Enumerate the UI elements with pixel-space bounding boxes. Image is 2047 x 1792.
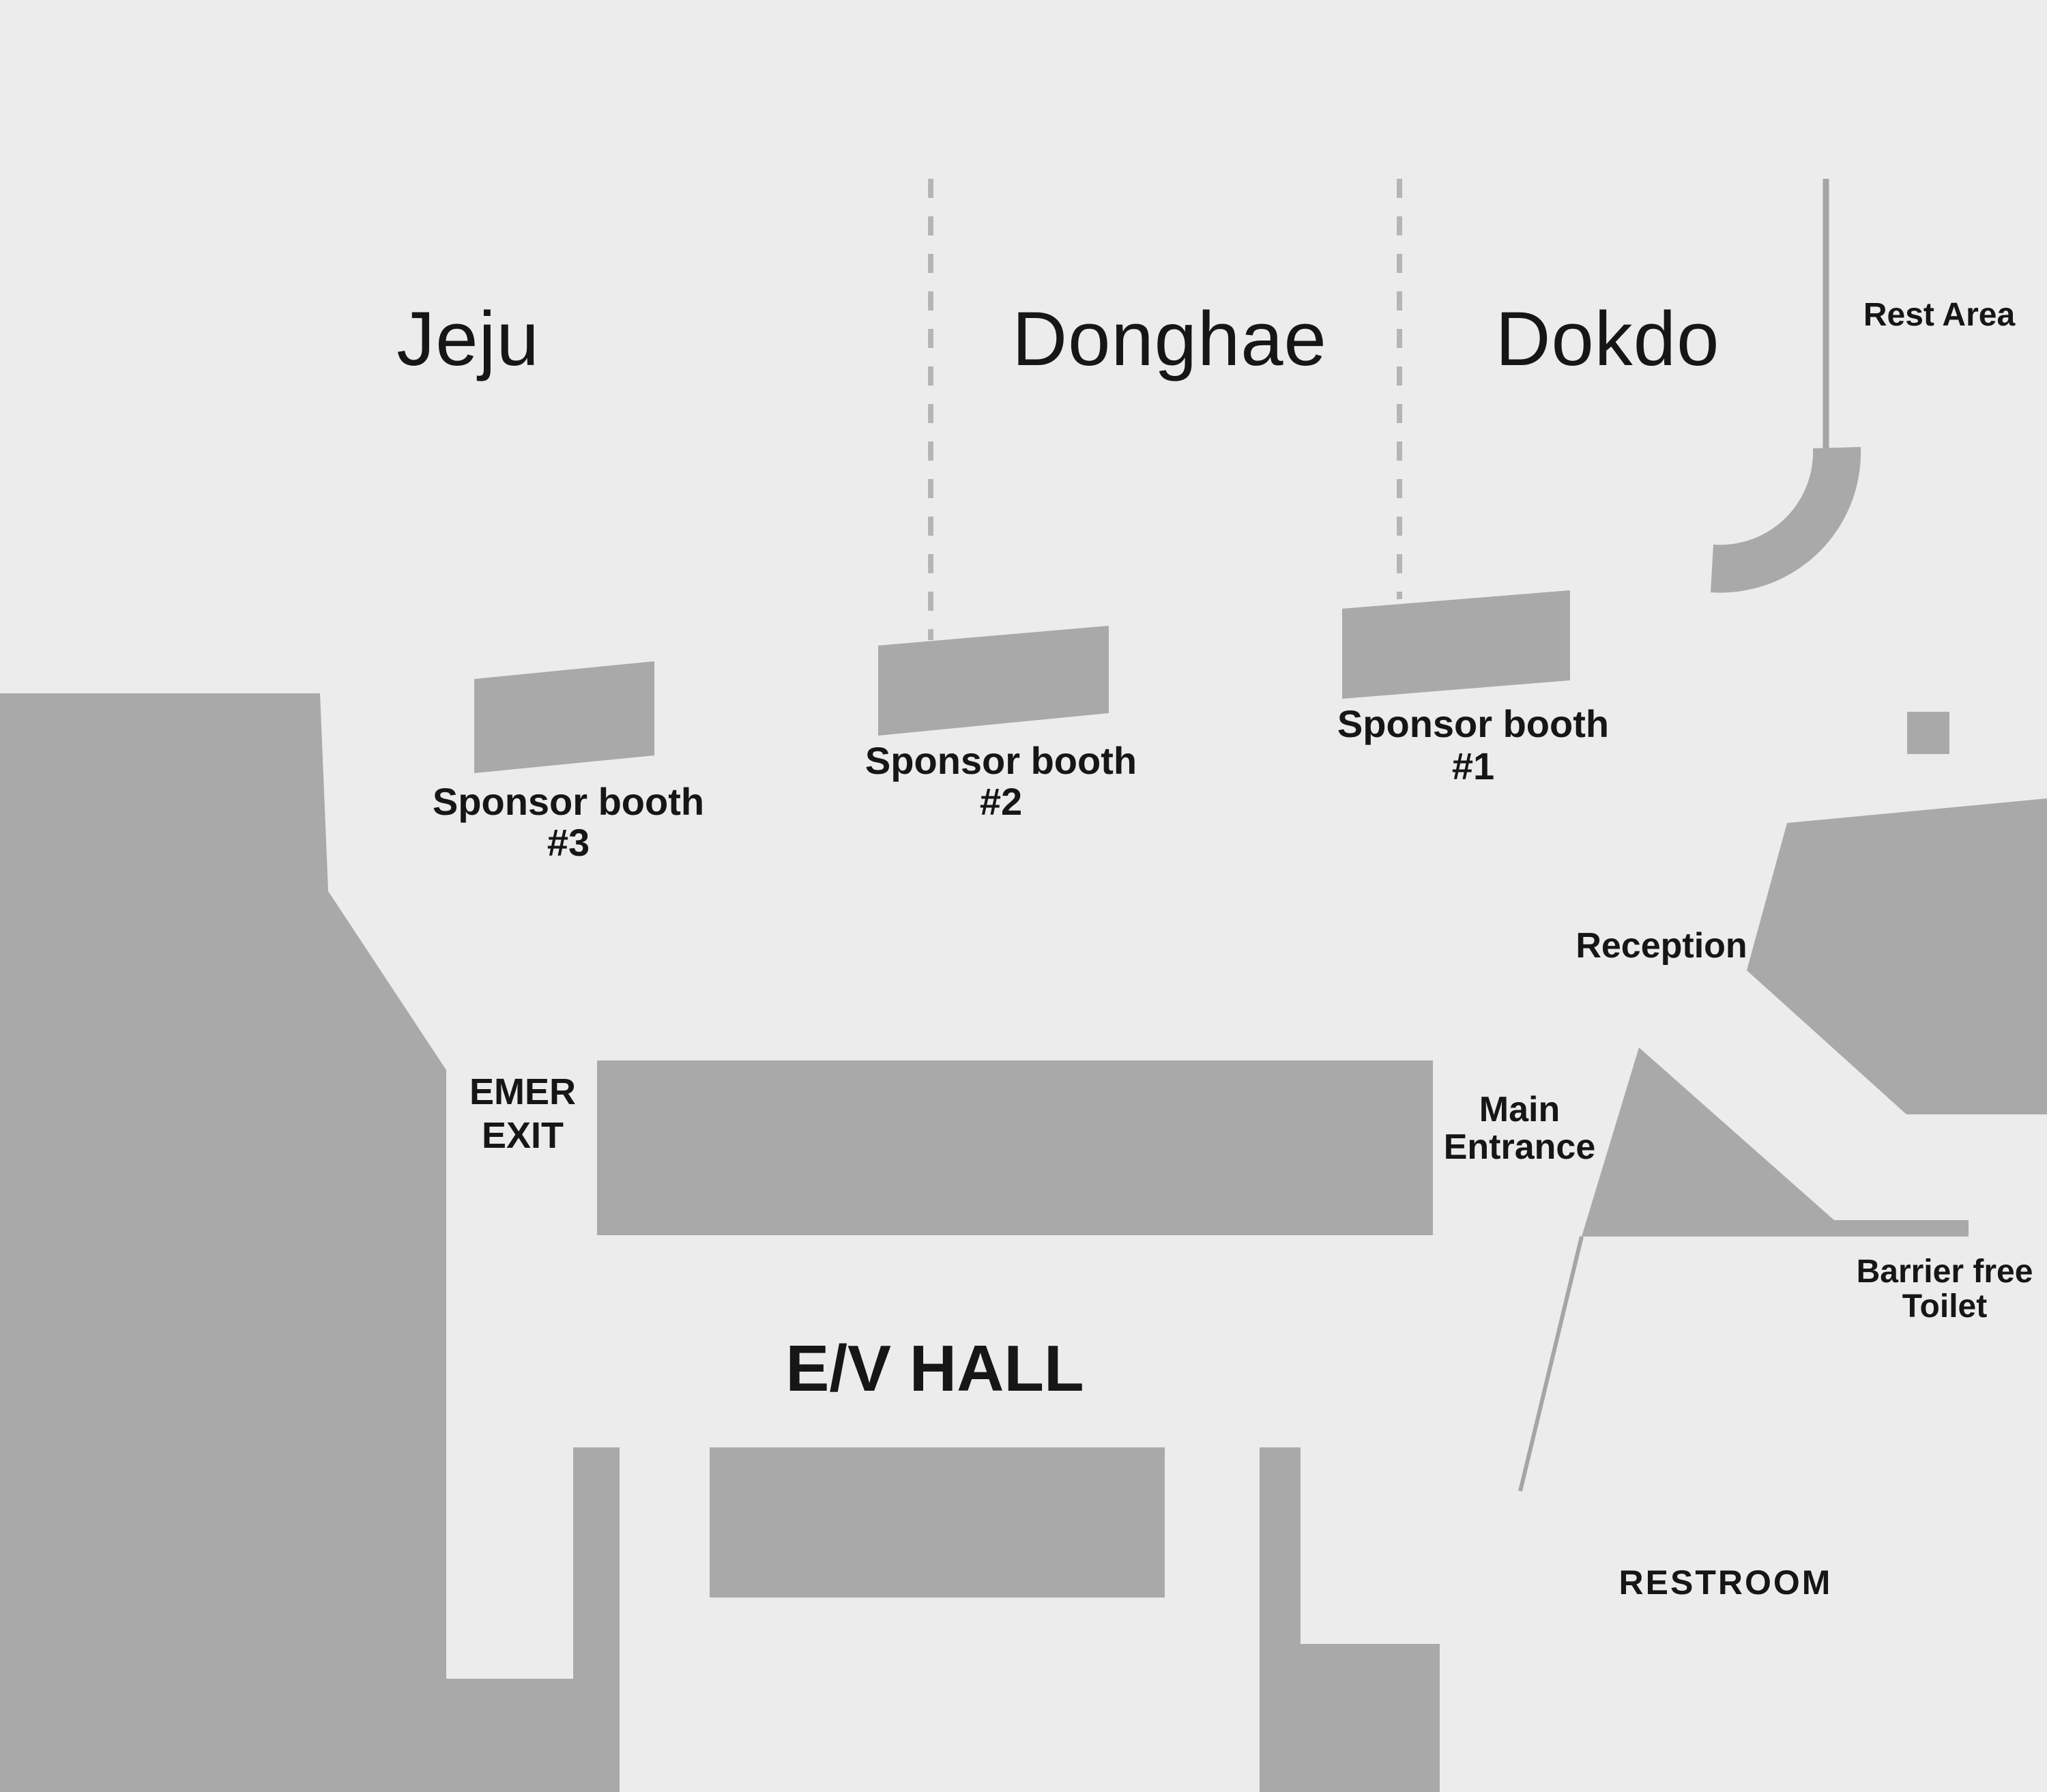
emer-exit-label-line1: EMER	[469, 1071, 576, 1112]
main-entrance-label-line2: Entrance	[1444, 1127, 1596, 1167]
main-entrance-label-line1: Main	[1479, 1090, 1560, 1129]
rest-area-curved-wall	[1711, 447, 1861, 593]
barrier-free-toilet-label-line1: Barrier free	[1857, 1254, 2033, 1290]
restroom-label: RESTROOM	[1619, 1563, 1833, 1602]
ev-hall-label: E/V HALL	[785, 1332, 1084, 1405]
sponsor-booth-3-number: #3	[547, 821, 590, 864]
sponsor-booth-1-number: #1	[1452, 745, 1494, 787]
emer-exit-label-line2: EXIT	[482, 1115, 564, 1156]
barrier-free-toilet-label-line2: Toilet	[1902, 1288, 1987, 1325]
reception-desk-block	[1747, 798, 2047, 1114]
reception-label: Reception	[1576, 926, 1747, 966]
main-entrance-wedge-wall	[1582, 1047, 1969, 1237]
region-label-jeju: Jeju	[396, 296, 539, 381]
rest-area-label: Rest Area	[1863, 297, 2016, 333]
sponsor-booth-3-label: Sponsor booth	[433, 780, 704, 823]
sponsor-booth-2-number: #2	[980, 780, 1022, 823]
left-wing-wall	[0, 693, 620, 1792]
sponsor-booth-3-shape	[474, 661, 654, 773]
sponsor-booth-2-label: Sponsor booth	[865, 739, 1137, 782]
bottom-center-block	[710, 1447, 1165, 1598]
bottom-right-wall	[1260, 1447, 1440, 1792]
sponsor-booth-1-shape	[1342, 590, 1570, 699]
sponsor-booth-1-label: Sponsor booth	[1337, 702, 1609, 745]
region-label-donghae: Donghae	[1012, 296, 1327, 381]
main-entrance-guide-line	[1518, 1236, 1584, 1492]
ev-hall-wall	[597, 1060, 1433, 1235]
sponsor-booth-2-shape	[878, 626, 1109, 736]
region-label-dokdo: Dokdo	[1496, 296, 1720, 381]
small-pillar	[1907, 712, 1949, 754]
